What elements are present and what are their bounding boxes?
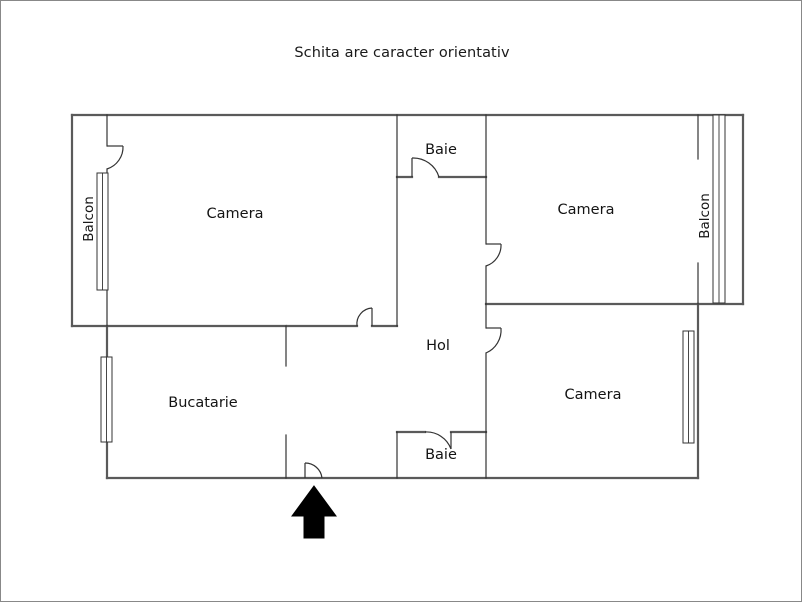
room-label-balcon-right: Balcon xyxy=(697,193,713,239)
door-baie-bottom xyxy=(424,431,452,450)
room-label-baie-top: Baie xyxy=(425,142,457,158)
door-entrance xyxy=(304,462,323,479)
door-baie-top xyxy=(411,157,440,178)
doors xyxy=(106,145,502,479)
door-balcony-left xyxy=(106,145,124,170)
door-camera-top-left xyxy=(356,307,373,327)
structural-walls xyxy=(70,113,745,480)
page-title: Schita are caracter orientativ xyxy=(294,45,510,61)
room-label-camera-top-right: Camera xyxy=(558,202,615,218)
room-label-baie-bottom: Baie xyxy=(425,447,457,463)
door-camera-top-right xyxy=(485,243,502,267)
interior-partitions xyxy=(106,114,699,479)
room-label-camera-top-left: Camera xyxy=(207,206,264,222)
room-label-camera-bottom-right: Camera xyxy=(565,387,622,403)
entrance-arrow xyxy=(291,485,337,539)
room-label-hol: Hol xyxy=(426,338,450,354)
windows xyxy=(96,114,726,444)
room-label-balcon-left: Balcon xyxy=(81,196,97,242)
door-camera-bottom-right xyxy=(485,327,502,354)
room-label-bucatarie: Bucatarie xyxy=(168,395,238,411)
